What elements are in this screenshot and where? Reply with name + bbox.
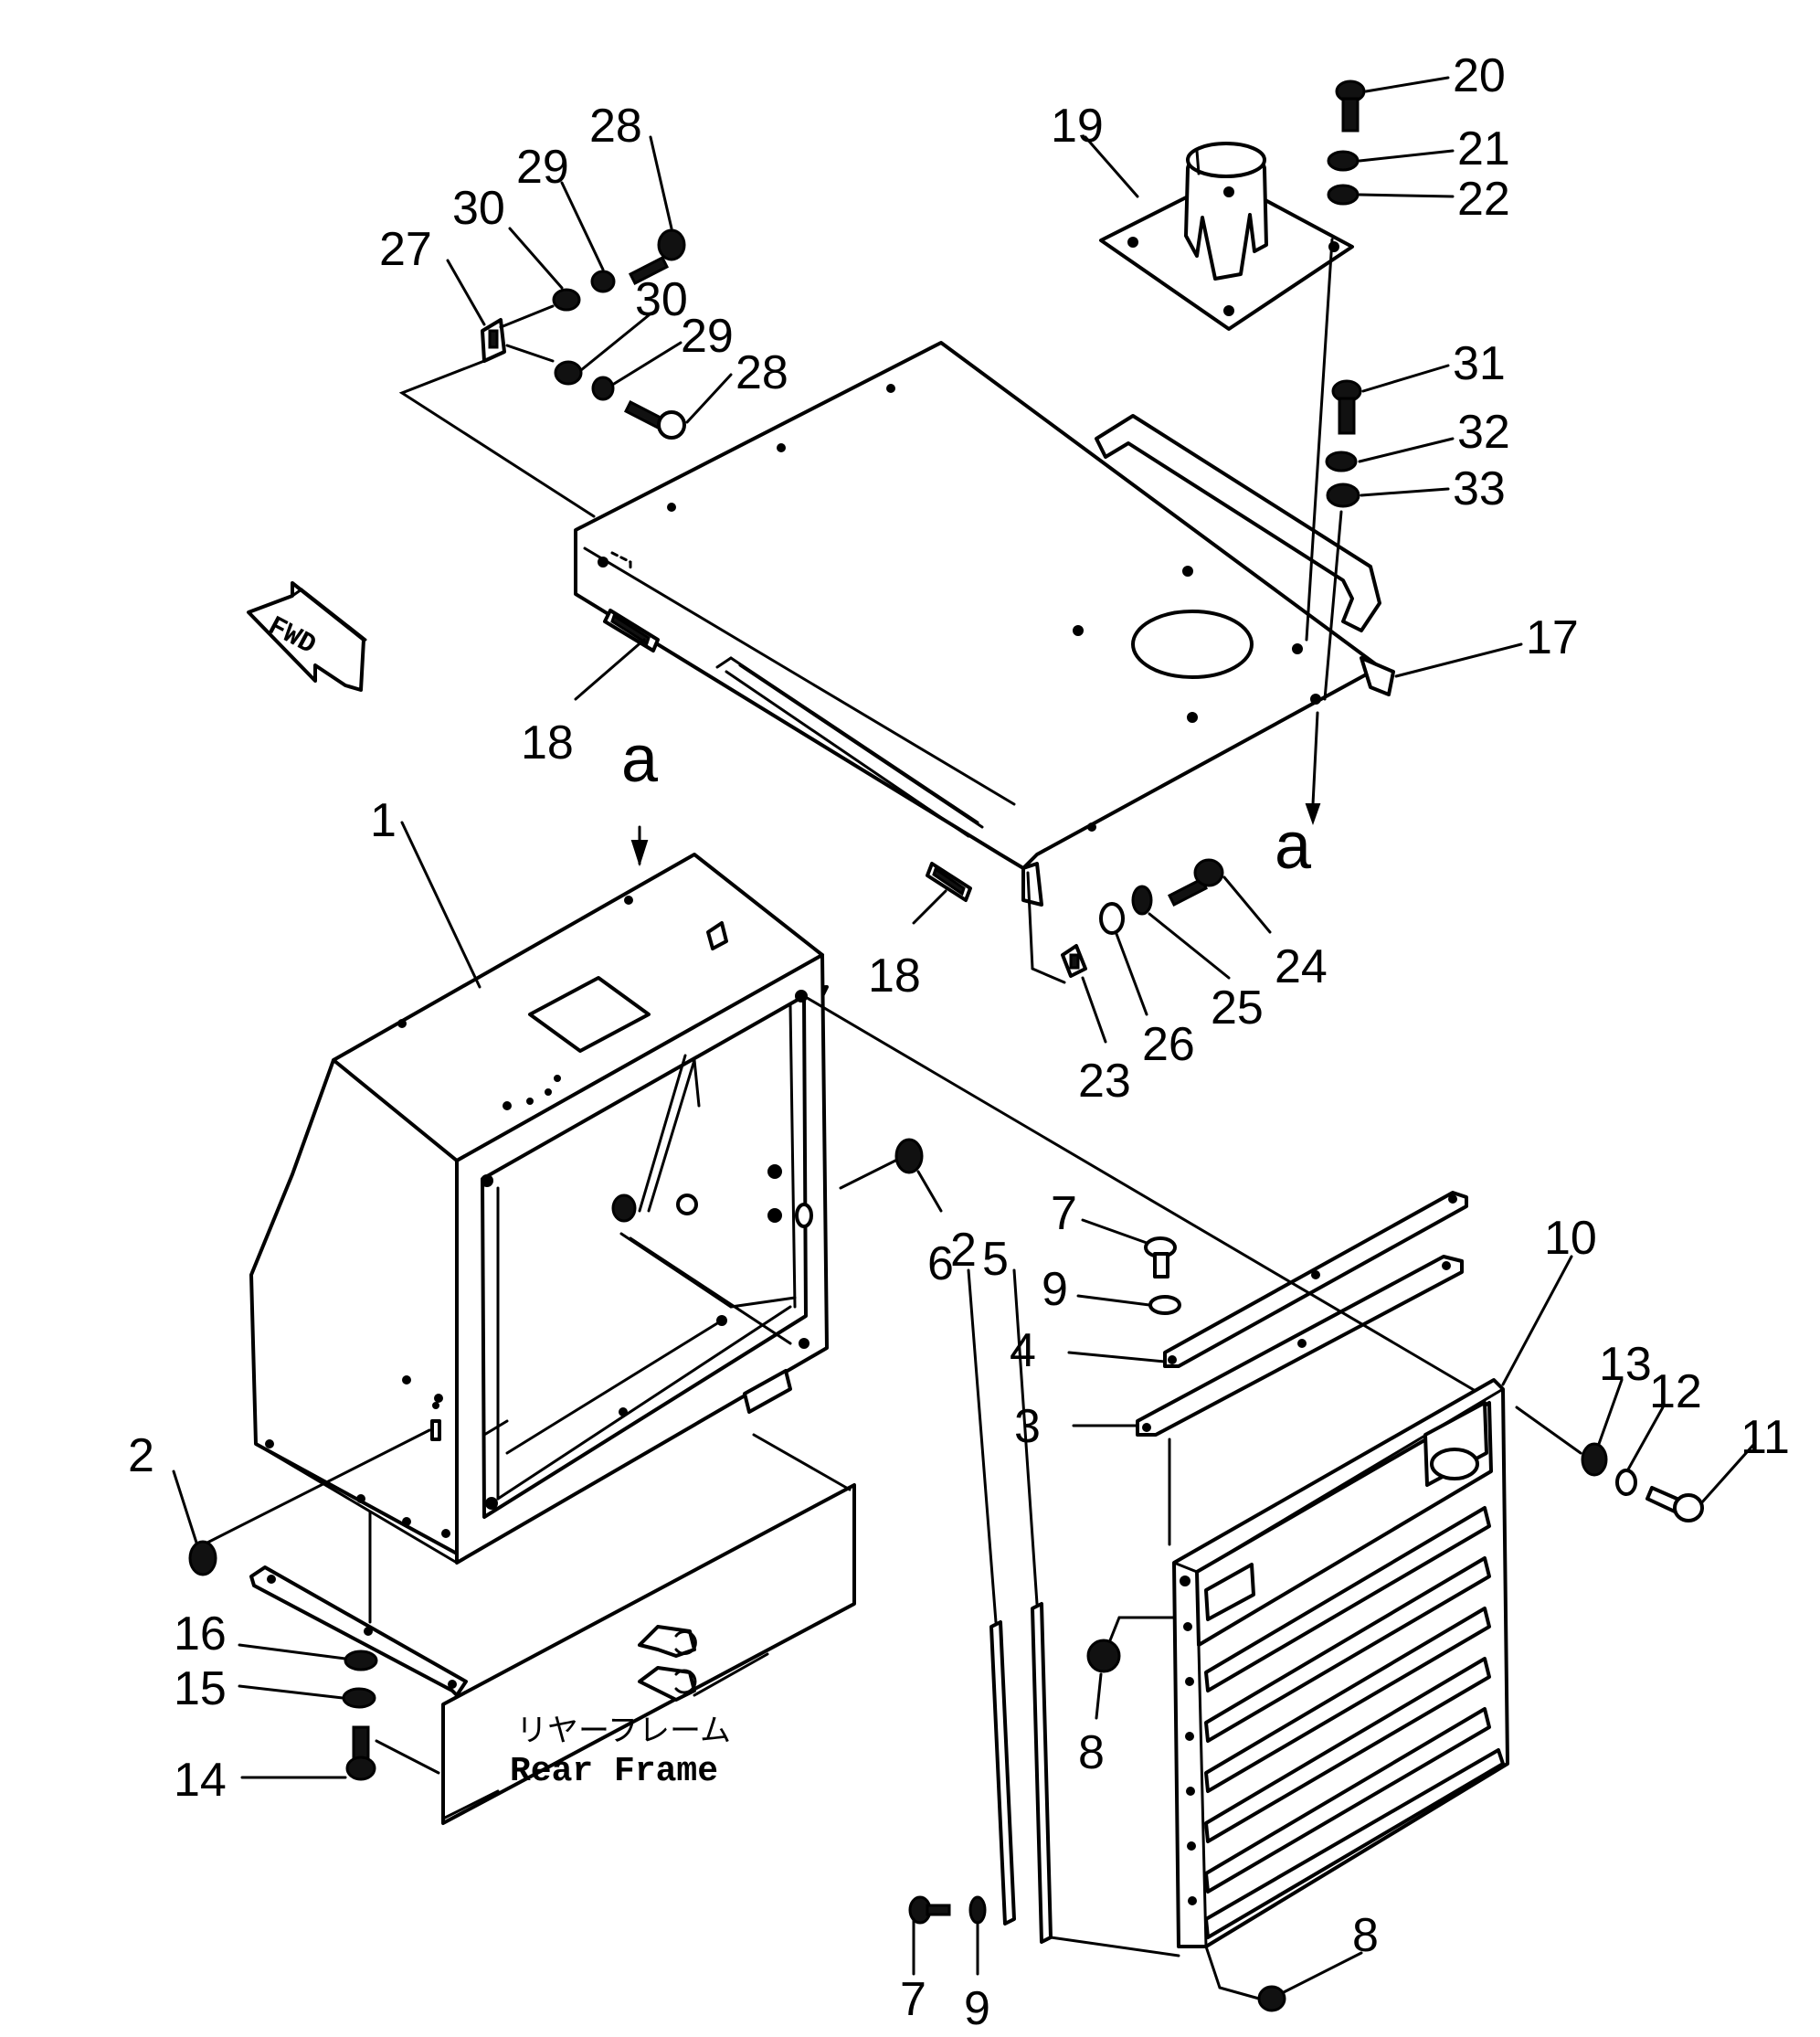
bolt-11 bbox=[1645, 1486, 1704, 1522]
leader-lines bbox=[172, 76, 1756, 1994]
washer-30-lower bbox=[554, 360, 583, 386]
ref-arrow-a-left bbox=[630, 825, 649, 867]
washer-22 bbox=[1327, 184, 1360, 206]
guard-frame-1 bbox=[249, 853, 829, 1565]
washer-26 bbox=[1099, 902, 1125, 935]
washer-9-lower bbox=[968, 1895, 987, 1925]
callout-29a: 29 bbox=[516, 141, 569, 194]
callout-31: 31 bbox=[1453, 337, 1506, 390]
fwd-arrow-icon: FWD bbox=[247, 581, 367, 692]
grommet-8-lower bbox=[1257, 1985, 1286, 2012]
callout-8a: 8 bbox=[1078, 1726, 1105, 1779]
callout-12: 12 bbox=[1649, 1365, 1702, 1418]
callout-26: 26 bbox=[1142, 1018, 1195, 1071]
strip-4 bbox=[1163, 1191, 1468, 1368]
exhaust-flange-19 bbox=[1099, 142, 1354, 331]
callout-2b: 2 bbox=[128, 1429, 154, 1482]
washer-29-upper bbox=[590, 270, 616, 293]
callout-8b: 8 bbox=[1352, 1909, 1379, 1962]
callout-13: 13 bbox=[1599, 1338, 1652, 1391]
mount-plate bbox=[249, 1565, 468, 1697]
callout-7b: 7 bbox=[900, 1973, 926, 2026]
grommet-13 bbox=[1581, 1442, 1608, 1477]
grommet-2-left bbox=[188, 1540, 217, 1576]
bolt-7-upper bbox=[1144, 1236, 1177, 1278]
clip-27 bbox=[481, 318, 506, 363]
washer-30-upper bbox=[552, 288, 581, 312]
callout-9b: 9 bbox=[964, 1982, 990, 2035]
bracket-18-right bbox=[926, 862, 972, 902]
callout-25: 25 bbox=[1211, 981, 1264, 1034]
seal-5 bbox=[1031, 1602, 1053, 1944]
washer-16 bbox=[344, 1650, 378, 1671]
washer-29-lower bbox=[591, 376, 615, 401]
callout-30b: 30 bbox=[635, 273, 688, 326]
callout-14: 14 bbox=[174, 1754, 227, 1807]
bolt-14 bbox=[345, 1725, 376, 1781]
grommet-2-right bbox=[894, 1138, 924, 1174]
clip-23 bbox=[1061, 944, 1087, 978]
bolt-28-upper bbox=[628, 228, 686, 286]
callout-20: 20 bbox=[1453, 49, 1506, 102]
callout-18a: 18 bbox=[521, 716, 574, 769]
bolt-20 bbox=[1335, 80, 1366, 133]
callout-19: 19 bbox=[1051, 100, 1104, 153]
callout-23: 23 bbox=[1078, 1055, 1131, 1108]
washer-12 bbox=[1615, 1469, 1637, 1496]
callout-29b: 29 bbox=[681, 310, 734, 363]
bolt-24 bbox=[1167, 858, 1224, 907]
washer-9-upper bbox=[1148, 1295, 1181, 1315]
bolt-31 bbox=[1331, 379, 1362, 435]
grille-10 bbox=[1172, 1378, 1509, 1948]
callout-27: 27 bbox=[379, 223, 432, 276]
ref-mark-a-left: a bbox=[621, 723, 659, 796]
grommet-8-upper bbox=[1086, 1639, 1121, 1673]
washer-15 bbox=[342, 1687, 376, 1709]
top-cover-17 bbox=[574, 341, 1395, 984]
callout-24: 24 bbox=[1275, 940, 1328, 993]
callout-10: 10 bbox=[1544, 1212, 1597, 1265]
callout-6: 6 bbox=[927, 1237, 954, 1290]
callout-15: 15 bbox=[174, 1662, 227, 1715]
rear-frame: リヤーフレーム Rear Frame bbox=[368, 1433, 856, 1825]
callout-3: 3 bbox=[1014, 1400, 1041, 1453]
callout-2a: 2 bbox=[950, 1224, 977, 1277]
callout-21: 21 bbox=[1457, 122, 1510, 175]
strip-3 bbox=[1136, 1255, 1464, 1437]
callout-28b: 28 bbox=[735, 346, 788, 399]
bolt-28-lower bbox=[623, 399, 686, 440]
ref-mark-a-right: a bbox=[1275, 810, 1312, 883]
callout-7a: 7 bbox=[1051, 1187, 1077, 1240]
callout-4: 4 bbox=[1010, 1324, 1036, 1377]
callout-5: 5 bbox=[982, 1233, 1009, 1286]
callout-1: 1 bbox=[370, 794, 397, 847]
washer-21 bbox=[1327, 150, 1360, 172]
callout-28a: 28 bbox=[589, 100, 642, 153]
washer-33 bbox=[1326, 483, 1360, 508]
callout-17: 17 bbox=[1526, 611, 1579, 664]
callout-labels: a a 1 2 2 3 4 5 6 7 7 8 8 9 9 10 11 12 1… bbox=[128, 49, 1790, 2035]
callout-11: 11 bbox=[1741, 1411, 1790, 1464]
callout-18b: 18 bbox=[868, 950, 921, 1003]
callout-32: 32 bbox=[1457, 406, 1510, 459]
callout-22: 22 bbox=[1457, 173, 1510, 226]
washer-25 bbox=[1131, 885, 1153, 916]
rear-frame-label-en: Rear Frame bbox=[510, 1752, 718, 1791]
seal-6 bbox=[989, 1620, 1016, 1926]
callout-9a: 9 bbox=[1042, 1263, 1068, 1316]
washer-32 bbox=[1325, 451, 1358, 472]
rear-frame-label-jp: リヤーフレーム bbox=[516, 1713, 731, 1749]
callout-16: 16 bbox=[174, 1607, 227, 1660]
bolt-7-lower bbox=[908, 1895, 951, 1925]
callout-30a: 30 bbox=[452, 182, 505, 235]
callout-33: 33 bbox=[1453, 462, 1506, 515]
